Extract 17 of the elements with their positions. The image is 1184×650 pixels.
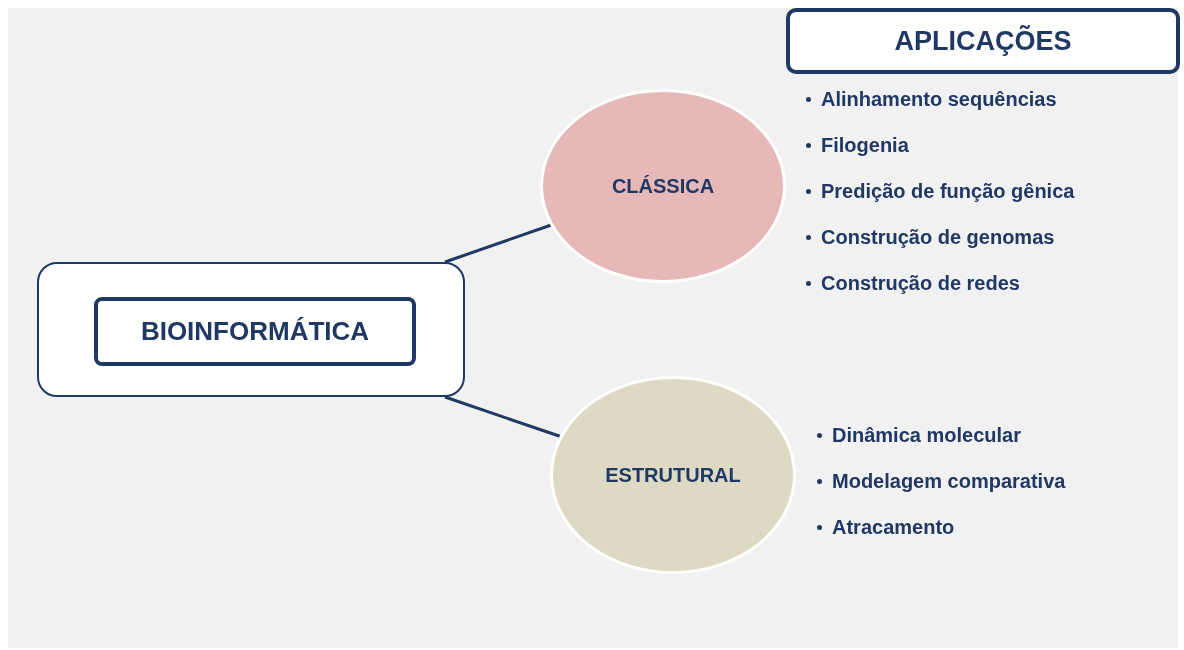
list-item: Atracamento: [832, 515, 955, 539]
node-label: BIOINFORMÁTICA: [140, 316, 370, 347]
list-item: Modelagem comparativa: [832, 469, 1066, 493]
node-label: APLICAÇÕES: [894, 25, 1072, 57]
list-item: Construção de redes: [821, 271, 1020, 295]
connector-line: [444, 395, 561, 438]
list-item: Construção de genomas: [821, 225, 1055, 249]
connector-line: [444, 223, 551, 264]
list-item: Dinâmica molecular: [832, 423, 1021, 447]
outer-box: [37, 262, 465, 397]
list-item: Alinhamento sequências: [821, 87, 1057, 111]
node-label: CLÁSSICA: [611, 174, 715, 198]
list-item: Predição de função gênica: [821, 179, 1075, 203]
list-item: Filogenia: [821, 133, 909, 157]
title-box: [94, 297, 416, 366]
node-label: ESTRUTURAL: [605, 463, 741, 487]
heading-box: [786, 8, 1180, 74]
